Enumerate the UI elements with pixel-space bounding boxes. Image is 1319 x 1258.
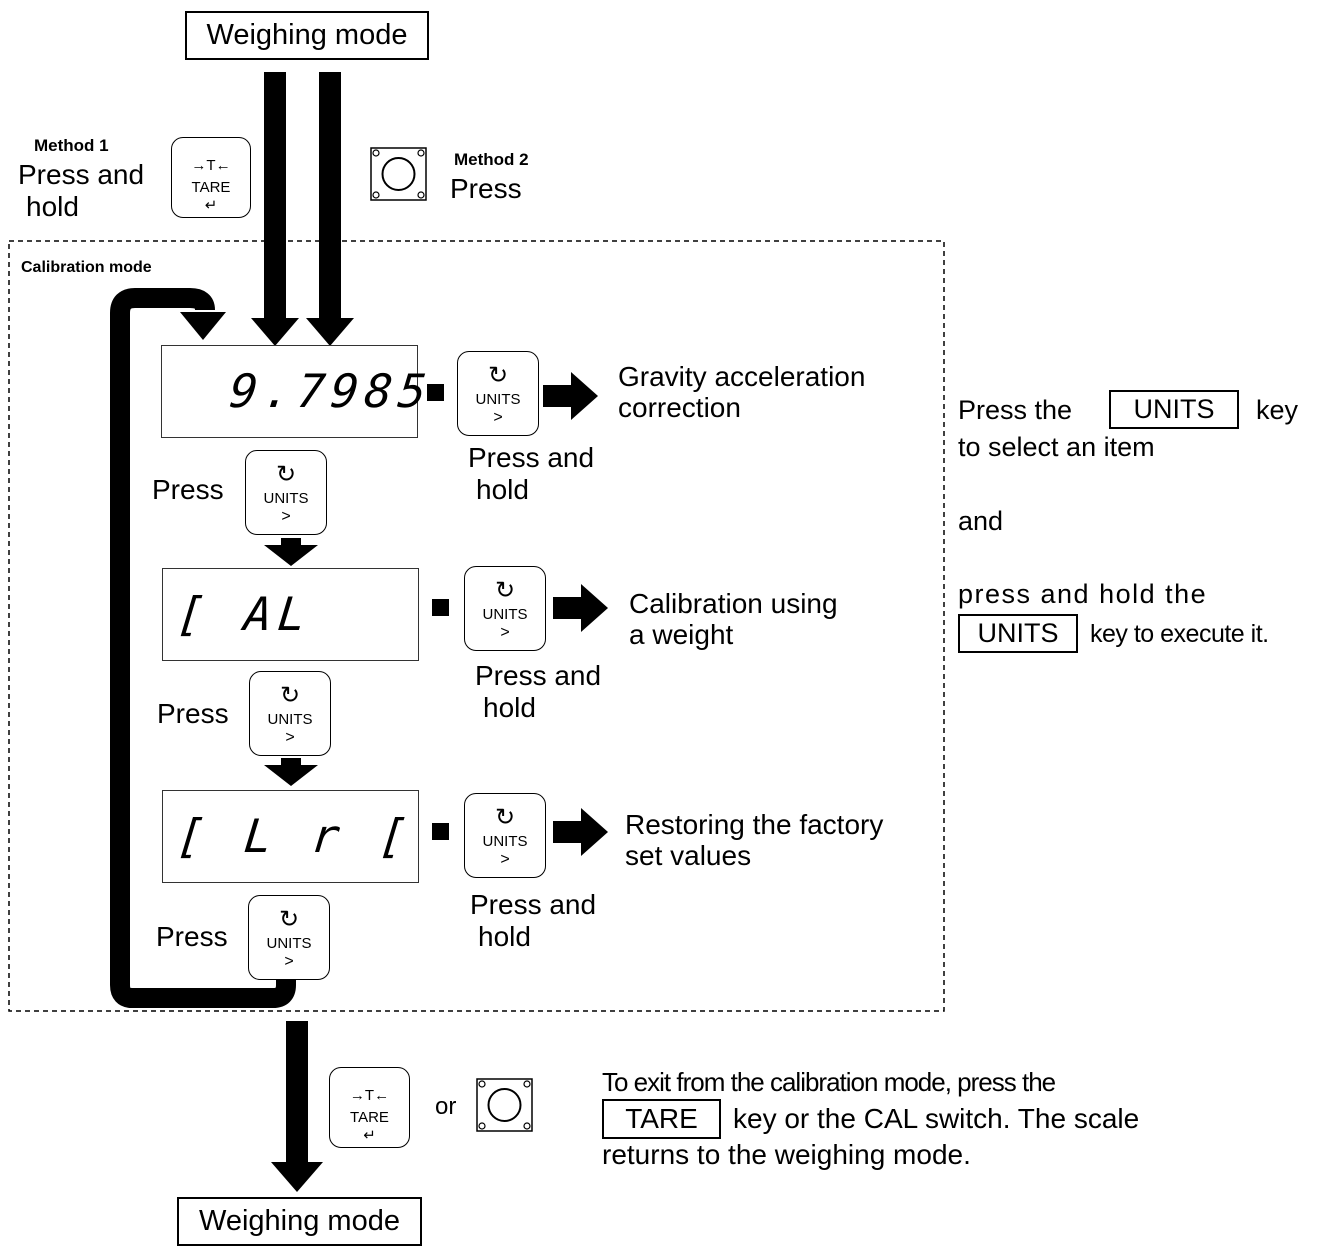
chevron-right-icon: > xyxy=(500,624,510,641)
weighing-mode-bottom: Weighing mode xyxy=(177,1197,422,1246)
press-hold-3b: hold xyxy=(478,921,531,952)
tare-key-label: TARE xyxy=(350,1109,389,1126)
note-line5: key to execute it. xyxy=(1090,620,1269,648)
action-cal-2: a weight xyxy=(629,619,734,650)
chevron-right-icon: > xyxy=(493,409,503,426)
note-units-key-1: UNITS xyxy=(1109,390,1239,429)
chevron-right-icon: > xyxy=(281,508,291,525)
cycle-icon: ↻ xyxy=(275,461,297,488)
chevron-right-icon: > xyxy=(284,953,294,970)
press-hold-2b: hold xyxy=(483,692,536,723)
press-hold-1a: Press and xyxy=(468,442,595,473)
method1-title: Method 1 xyxy=(34,136,109,155)
units-key-label: UNITS xyxy=(482,833,528,850)
units-key-label: UNITS xyxy=(482,606,528,623)
units-key-2[interactable]: ↻ UNITS > xyxy=(464,566,546,651)
action-clrc-2: set values xyxy=(625,840,752,871)
connector-square-2 xyxy=(432,599,449,616)
tare-key-label: TARE xyxy=(191,179,231,196)
step-arrow-2 xyxy=(264,758,318,786)
cycle-icon: ↻ xyxy=(487,362,509,389)
connector-square-1 xyxy=(427,384,444,401)
calibration-mode-frame xyxy=(8,240,945,1012)
display-cal-text: [ AL xyxy=(174,587,315,641)
method2-line1: Press xyxy=(450,173,522,204)
or-label: or xyxy=(435,1093,457,1120)
calibration-mode-label: Calibration mode xyxy=(21,259,152,276)
units-key-press-3[interactable]: ↻ UNITS > xyxy=(248,895,330,980)
right-arrow-2 xyxy=(553,584,608,632)
press-hold-3a: Press and xyxy=(470,889,597,920)
action-gravity-1: Gravity acceleration xyxy=(618,361,866,392)
note-and: and xyxy=(958,506,1004,536)
connector-square-3 xyxy=(432,823,449,840)
units-key-label: UNITS xyxy=(267,711,313,728)
right-arrow-1 xyxy=(543,372,598,420)
method2-arrow-head xyxy=(306,318,354,346)
chevron-right-icon: > xyxy=(285,729,295,746)
action-cal-1: Calibration using xyxy=(629,588,838,619)
press-label-2: Press xyxy=(157,698,229,729)
method2-title: Method 2 xyxy=(454,150,529,169)
weighing-mode-top: Weighing mode xyxy=(185,11,429,60)
display-cal: [ AL xyxy=(162,568,419,661)
units-key-3[interactable]: ↻ UNITS > xyxy=(464,793,546,878)
method1-line1: Press and xyxy=(18,159,145,190)
step-arrow-1 xyxy=(264,538,318,566)
tare-arrows-icon: →T← xyxy=(191,157,231,174)
units-key-press-2[interactable]: ↻ UNITS > xyxy=(249,671,331,756)
enter-icon: ↵ xyxy=(204,197,218,214)
cal-switch-icon-top xyxy=(370,147,427,201)
units-key-1[interactable]: ↻ UNITS > xyxy=(457,351,539,436)
exit-line1: To exit from the calibration mode, press… xyxy=(602,1067,1056,1097)
press-hold-2a: Press and xyxy=(475,660,602,691)
loop-arrow-head xyxy=(180,312,226,340)
right-arrow-3 xyxy=(553,808,608,856)
display-clrc-text: [ L r [ xyxy=(174,809,416,863)
method1-line2: hold xyxy=(26,191,79,222)
cycle-icon: ↻ xyxy=(278,906,300,933)
enter-icon: ↵ xyxy=(363,1127,376,1144)
note-line4: press and hold the xyxy=(958,579,1208,609)
exit-line3: returns to the weighing mode. xyxy=(602,1139,971,1170)
method1-arrow-shaft xyxy=(264,72,286,320)
press-hold-1b: hold xyxy=(476,474,529,505)
tare-arrows-icon: →T← xyxy=(349,1087,390,1104)
method1-arrow-head xyxy=(251,318,299,346)
method2-arrow-shaft xyxy=(319,72,341,320)
cal-switch-icon-bottom xyxy=(476,1078,533,1132)
note-units-key-2: UNITS xyxy=(958,614,1078,653)
exit-arrow-head xyxy=(271,1162,323,1192)
units-key-press-1[interactable]: ↻ UNITS > xyxy=(245,450,327,535)
action-gravity-2: correction xyxy=(618,392,741,423)
press-label-1: Press xyxy=(152,474,224,505)
exit-line2: key or the CAL switch. The scale xyxy=(733,1103,1140,1134)
display-gravity-text: 9.7985 xyxy=(227,364,436,418)
units-key-label: UNITS xyxy=(475,391,521,408)
cycle-icon: ↻ xyxy=(279,682,301,709)
cycle-icon: ↻ xyxy=(494,804,516,831)
cycle-icon: ↻ xyxy=(494,577,516,604)
units-key-label: UNITS xyxy=(263,490,309,507)
exit-arrow-shaft xyxy=(286,1021,308,1164)
display-gravity: 9.7985 xyxy=(161,345,435,438)
note-line2: to select an item xyxy=(958,432,1155,462)
note-key: key xyxy=(1256,395,1299,425)
note-press-the: Press the xyxy=(958,395,1073,425)
action-clrc-1: Restoring the factory xyxy=(625,809,884,840)
tare-key-bottom[interactable]: →T← TARE ↵ xyxy=(329,1067,410,1148)
units-key-label: UNITS xyxy=(266,935,312,952)
loop-arrow xyxy=(110,288,296,1008)
display-clrc: [ L r [ xyxy=(162,790,419,883)
chevron-right-icon: > xyxy=(500,851,510,868)
tare-key-top[interactable]: →T← TARE ↵ xyxy=(171,137,251,218)
press-label-3: Press xyxy=(156,921,228,952)
exit-tare-key: TARE xyxy=(602,1099,721,1139)
